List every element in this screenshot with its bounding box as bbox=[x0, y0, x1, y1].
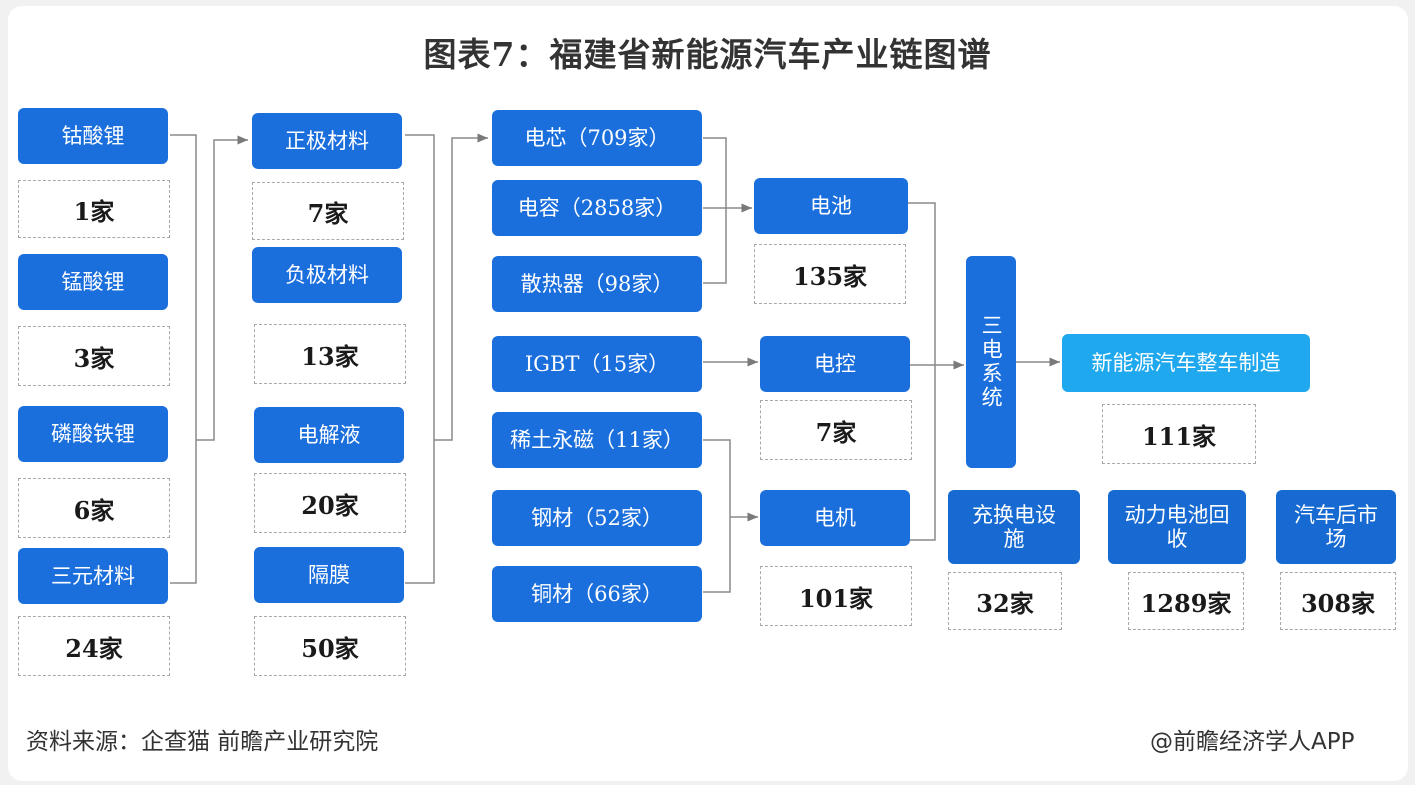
service-box-recycling: 动力电池回收 bbox=[1108, 490, 1246, 564]
credit-note: @前瞻经济学人APP bbox=[1150, 729, 1355, 755]
col3-box-radiator: 散热器（98家） bbox=[492, 256, 702, 312]
col4-box-control: 电控 bbox=[760, 336, 910, 392]
col1-box-ternary: 三元材料 bbox=[18, 548, 168, 604]
col1-box-cobalt: 钴酸锂 bbox=[18, 108, 168, 164]
service-count-charging: 32家 bbox=[948, 572, 1062, 630]
col1-count-lfp: 6家 bbox=[18, 478, 170, 538]
col2-count-anode: 13家 bbox=[254, 324, 406, 384]
chart-title: 图表7：福建省新能源汽车产业链图谱 bbox=[423, 35, 992, 74]
source-note: 资料来源：企查猫 前瞻产业研究院 bbox=[26, 729, 379, 755]
col4-box-motor: 电机 bbox=[760, 490, 910, 546]
col3-box-copper: 铜材（66家） bbox=[492, 566, 702, 622]
col2-box-separator: 隔膜 bbox=[254, 547, 404, 603]
col1-count-cobalt: 1家 bbox=[18, 180, 170, 238]
col4-count-motor: 101家 bbox=[760, 566, 912, 626]
col2-count-electrolyte: 20家 bbox=[254, 473, 406, 533]
infographic-card bbox=[8, 6, 1408, 781]
col4-box-battery: 电池 bbox=[754, 178, 908, 234]
col3-box-rare-earth: 稀土永磁（11家） bbox=[492, 412, 702, 468]
col2-box-electrolyte: 电解液 bbox=[254, 407, 404, 463]
col1-count-manganese: 3家 bbox=[18, 326, 170, 386]
col1-count-ternary: 24家 bbox=[18, 616, 170, 676]
col3-box-cell: 电芯（709家） bbox=[492, 110, 702, 166]
service-box-charging: 充换电设施 bbox=[948, 490, 1080, 564]
col2-box-cathode: 正极材料 bbox=[252, 113, 402, 169]
col1-box-manganese: 锰酸锂 bbox=[18, 254, 168, 310]
col1-box-lfp: 磷酸铁锂 bbox=[18, 406, 168, 462]
col2-box-anode: 负极材料 bbox=[252, 247, 402, 303]
col3-box-steel: 钢材（52家） bbox=[492, 490, 702, 546]
col3-box-capacitor: 电容（2858家） bbox=[492, 180, 702, 236]
vehicle-manufacturing-box: 新能源汽车整车制造 bbox=[1062, 334, 1310, 392]
col2-count-separator: 50家 bbox=[254, 616, 406, 676]
sandian-system-box: 三电系统 bbox=[966, 256, 1016, 468]
service-box-aftermarket: 汽车后市场 bbox=[1276, 490, 1396, 564]
col4-count-control: 7家 bbox=[760, 400, 912, 460]
col2-count-cathode: 7家 bbox=[252, 182, 404, 240]
col4-count-battery: 135家 bbox=[754, 244, 906, 304]
col3-box-igbt: IGBT（15家） bbox=[492, 336, 702, 392]
service-count-aftermarket: 308家 bbox=[1280, 572, 1396, 630]
service-count-recycling: 1289家 bbox=[1128, 572, 1244, 630]
vehicle-manufacturing-count: 111家 bbox=[1102, 404, 1256, 464]
